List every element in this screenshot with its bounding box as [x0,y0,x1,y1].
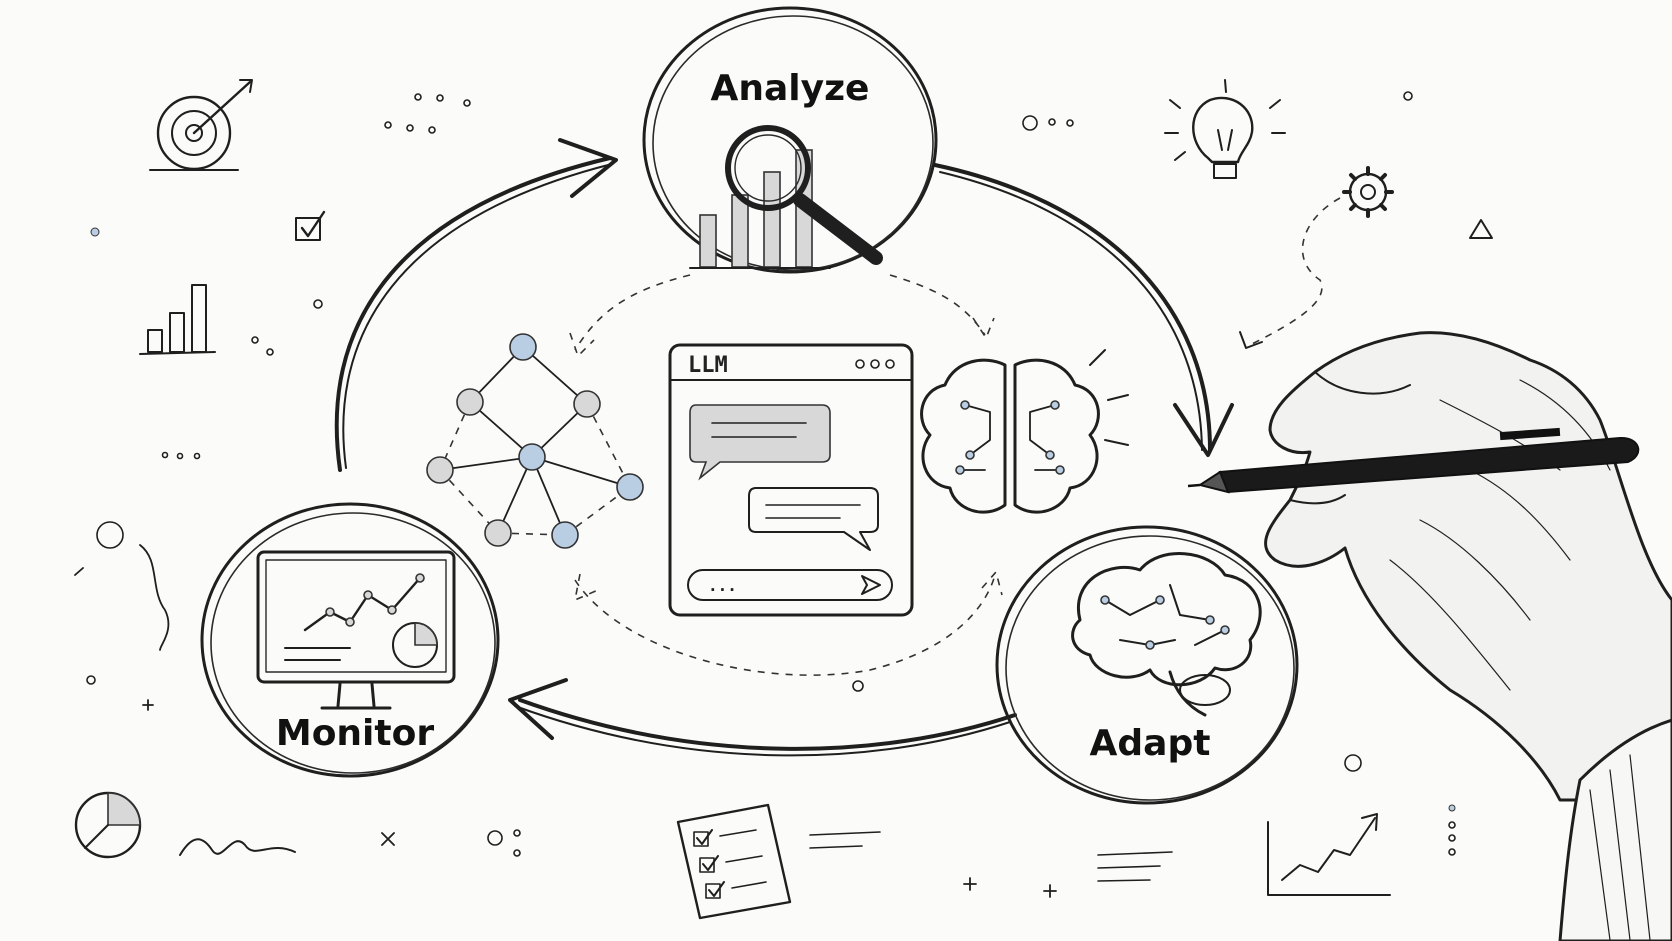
squiggle-doodle [179,838,296,856]
decorative-dots [74,91,1456,898]
triangle-icon [1469,219,1493,239]
bar-chart-icon [139,284,216,355]
adapt-stage: Adapt [995,525,1299,805]
pie-chart-icon [74,791,142,859]
llm-window-title: LLM [688,353,728,378]
magnifier-icon [725,125,883,265]
cycle-arrows [334,138,1234,757]
analyze-label: Analyze [711,68,870,109]
llm-chat-window: LLM ... [668,343,914,617]
inner-dashed-loop [569,274,1003,676]
lightbulb-icon [1164,79,1286,179]
gear-icon [1342,166,1394,218]
checkbox-icon [295,210,326,241]
pen-hand-icon [1187,331,1672,941]
checklist-icon [676,803,792,920]
text-lines-doodle [809,831,1173,882]
dashed-connector [1249,197,1341,346]
dashed-connector-arrowhead [1239,331,1263,349]
brain-icon [920,349,1129,514]
target-icon [149,79,253,171]
monitor-dashboard-icon [256,550,456,710]
llm-input-placeholder: ... [708,576,737,595]
analyze-stage: Analyze [642,6,938,274]
brain-icon [1071,552,1262,717]
monitor-stage: Monitor [200,502,500,778]
llm-input-field [687,569,893,601]
adapt-label: Adapt [1090,723,1211,764]
send-icon [861,575,881,595]
network-graph-icon [426,333,644,549]
line-chart-icon [1267,813,1391,896]
monitor-label: Monitor [276,713,434,754]
